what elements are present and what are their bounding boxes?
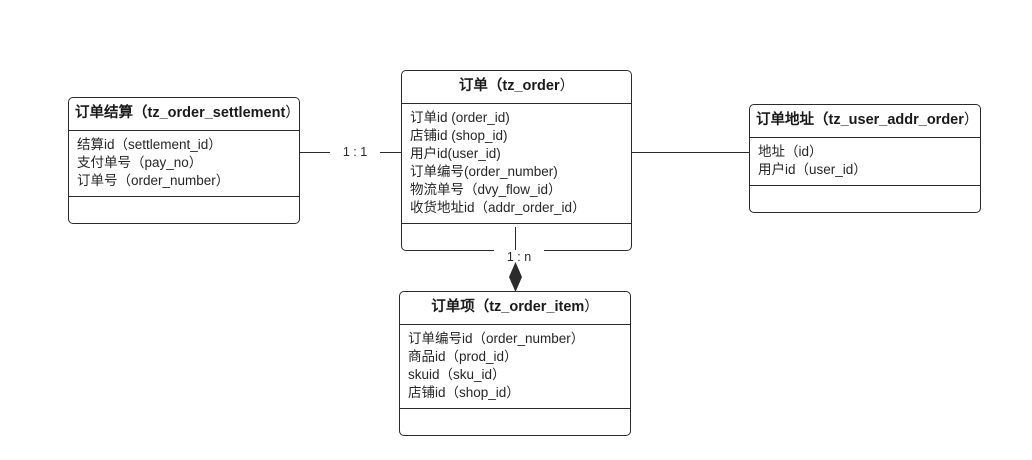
- entity-footer-tz-user-addr-order: [750, 186, 980, 212]
- attribute-row: 用户id（user_id）: [758, 162, 867, 178]
- entity-tz-order[interactable]: 订单（tz_order） 订单id (order_id) 店铺id (shop_…: [401, 70, 632, 252]
- connector-order-orderitem[interactable]: [515, 227, 516, 265]
- entity-cn-name: 订单项（: [431, 299, 490, 315]
- entity-header-tz-user-addr-order: 订单地址（tz_user_addr_order）: [750, 105, 980, 139]
- attribute-row: 收货地址id（addr_order_id）: [410, 200, 586, 216]
- relationship-label-order-orderitem: 1 : n: [494, 250, 544, 264]
- entity-attributes-tz-order: 订单id (order_id) 店铺id (shop_id) 用户id(user…: [402, 104, 631, 225]
- entity-header-tz-order: 订单（tz_order）: [402, 71, 631, 105]
- attribute-row: 店铺id（shop_id）: [408, 385, 520, 401]
- entity-paren-close: ）: [285, 105, 300, 121]
- attribute-row: 用户id(user_id): [410, 146, 501, 162]
- connector-order-address[interactable]: [632, 152, 749, 153]
- relationship-label-settlement-order: 1 : 1: [330, 145, 380, 159]
- attribute-row: 支付单号（pay_no）: [77, 155, 203, 171]
- attribute-row: 订单号（order_number）: [77, 173, 230, 189]
- attribute-row: 商品id（prod_id）: [408, 349, 518, 365]
- entity-footer-tz-order-item: [400, 409, 630, 435]
- attribute-row: 结算id（settlement_id）: [77, 137, 222, 153]
- aggregation-diamond-icon: [507, 262, 524, 292]
- entity-paren-close: ）: [584, 299, 599, 315]
- attribute-row: 订单编号id（order_number）: [408, 331, 585, 347]
- entity-cn-name: 订单（: [458, 78, 503, 94]
- entity-table-name: tz_order_settlement: [147, 105, 286, 121]
- attribute-row: skuid（sku_id）: [408, 367, 506, 383]
- entity-cn-name: 订单结算（: [75, 105, 148, 121]
- entity-attributes-tz-order-settlement: 结算id（settlement_id） 支付单号（pay_no） 订单号（ord…: [69, 131, 299, 198]
- entity-paren-close: ）: [963, 112, 979, 128]
- attribute-row: 物流单号（dvy_flow_id）: [410, 182, 562, 198]
- entity-table-name: tz_user_addr_order: [828, 112, 964, 128]
- entity-table-name: tz_order: [502, 78, 560, 94]
- attribute-row: 订单编号(order_number): [410, 164, 558, 180]
- entity-cn-name: 订单地址（: [756, 112, 829, 128]
- entity-footer-tz-order: [402, 224, 631, 250]
- entity-attributes-tz-order-item: 订单编号id（order_number） 商品id（prod_id） skuid…: [400, 325, 630, 410]
- entity-tz-order-settlement[interactable]: 订单结算（tz_order_settlement） 结算id（settlemen…: [68, 97, 300, 225]
- entity-attributes-tz-user-addr-order: 地址（id） 用户id（user_id）: [750, 138, 980, 187]
- entity-paren-close: ）: [559, 78, 575, 94]
- entity-header-tz-order-item: 订单项（tz_order_item）: [400, 292, 630, 326]
- entity-table-name: tz_order_item: [489, 299, 585, 315]
- attribute-row: 订单id (order_id): [410, 110, 510, 126]
- entity-header-tz-order-settlement: 订单结算（tz_order_settlement）: [69, 98, 300, 132]
- entity-footer-tz-order-settlement: [69, 197, 299, 223]
- entity-tz-order-item[interactable]: 订单项（tz_order_item） 订单编号id（order_number） …: [399, 291, 631, 437]
- attribute-row: 店铺id (shop_id): [410, 128, 508, 144]
- entity-tz-user-addr-order[interactable]: 订单地址（tz_user_addr_order） 地址（id） 用户id（use…: [749, 104, 981, 214]
- attribute-row: 地址（id）: [758, 144, 823, 160]
